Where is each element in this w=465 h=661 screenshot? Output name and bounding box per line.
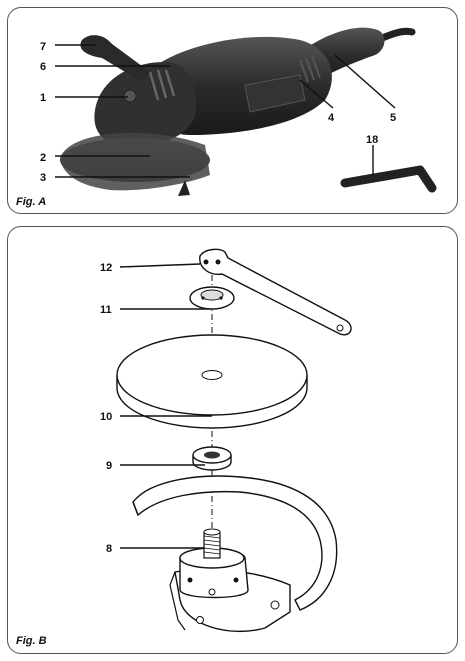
outer-flange-nut xyxy=(189,286,235,310)
callout-2: 2 xyxy=(40,152,46,164)
gear-head-base xyxy=(169,547,291,632)
callout-4: 4 xyxy=(328,112,335,124)
spindle-shaft xyxy=(203,528,221,559)
fig-b-leader-lines xyxy=(119,263,212,549)
callout-7: 7 xyxy=(40,41,46,53)
callout-6: 6 xyxy=(40,61,46,73)
callout-3: 3 xyxy=(40,172,46,184)
spindle-lock-button xyxy=(123,89,137,103)
cutting-disc xyxy=(116,334,308,429)
callout-5: 5 xyxy=(390,112,396,124)
vent-slots xyxy=(299,55,321,83)
figure-b-label: Fig. B xyxy=(16,635,47,647)
callout-12: 12 xyxy=(100,262,112,274)
side-panel xyxy=(244,74,306,113)
guard-clamp xyxy=(178,180,190,196)
auxiliary-handle xyxy=(80,35,150,82)
spanner-wrench xyxy=(199,248,352,336)
head-vents xyxy=(148,69,176,101)
wheel-guard xyxy=(132,475,338,611)
callout-1: 1 xyxy=(40,92,46,104)
callout-11: 11 xyxy=(100,304,112,316)
callout-8: 8 xyxy=(106,543,112,555)
callout-18: 18 xyxy=(366,134,378,146)
inner-flange xyxy=(192,446,232,471)
figure-a-label: Fig. A xyxy=(16,196,47,208)
fig-a-leader-lines xyxy=(55,44,396,178)
angle-grinder-illustration xyxy=(60,27,416,196)
hex-key-illustration xyxy=(340,165,437,193)
callout-9: 9 xyxy=(106,460,112,472)
disc-guard xyxy=(60,132,210,191)
callout-10: 10 xyxy=(100,411,112,423)
